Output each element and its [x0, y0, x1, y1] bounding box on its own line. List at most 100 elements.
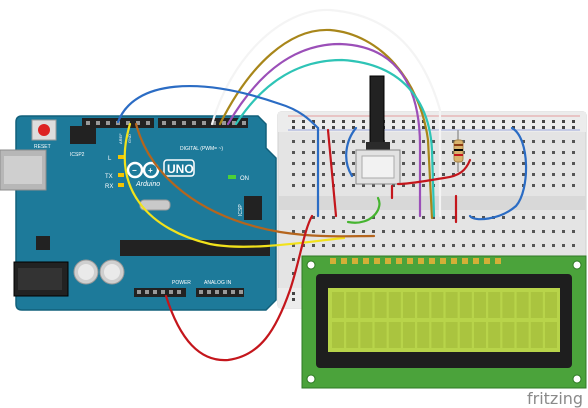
breadboard-hole — [542, 216, 545, 219]
breadboard-hole — [422, 230, 425, 233]
breadboard-hole — [332, 244, 335, 247]
breadboard-hole — [422, 184, 425, 187]
breadboard-hole — [342, 120, 345, 123]
breadboard-hole — [432, 244, 435, 247]
breadboard-hole — [422, 162, 425, 165]
breadboard-hole — [482, 173, 485, 176]
lcd-char-cell — [545, 292, 557, 318]
yellow-wire — [123, 122, 346, 248]
lcd-char-cell — [332, 292, 344, 318]
lcd-char-cell — [417, 322, 430, 348]
breadboard-hole — [322, 140, 325, 143]
breadboard-hole — [492, 244, 495, 247]
breadboard-hole — [322, 244, 325, 247]
potentiometer — [355, 75, 401, 185]
breadboard-hole — [492, 162, 495, 165]
breadboard-hole — [392, 216, 395, 219]
breadboard-hole — [552, 140, 555, 143]
lcd-char-cell — [459, 322, 472, 348]
breadboard-hole — [412, 151, 415, 154]
lcd-char-cell — [388, 322, 401, 348]
rx-led-label: RX — [105, 184, 113, 190]
reset-label: RESET — [34, 144, 51, 150]
breadboard-hole — [332, 120, 335, 123]
lcd-char-cell — [388, 292, 401, 318]
breadboard-hole — [522, 244, 525, 247]
lcd-char-cell — [516, 292, 529, 318]
blue-wire-top — [116, 85, 320, 130]
arduino-uno-board: RESET ICSP2 DIGITAL (PWM= ~) − + Arduino… — [0, 115, 277, 311]
breadboard-hole — [382, 216, 385, 219]
lcd-char-cell — [332, 322, 344, 348]
breadboard-hole — [522, 120, 525, 123]
breadboard-hole — [562, 126, 565, 129]
breadboard-hole — [362, 184, 365, 187]
header-pin — [212, 121, 216, 125]
lcd-pin — [341, 258, 347, 264]
breadboard-hole — [292, 258, 295, 261]
breadboard-hole — [482, 244, 485, 247]
breadboard-hole — [572, 216, 575, 219]
breadboard-hole — [462, 126, 465, 129]
blue-wire-right — [468, 126, 528, 221]
breadboard-hole — [312, 216, 315, 219]
breadboard-hole — [332, 230, 335, 233]
blue-wire-pot — [345, 126, 358, 178]
breadboard-hole — [472, 244, 475, 247]
breadboard-hole — [512, 173, 515, 176]
breadboard-hole — [402, 244, 405, 247]
breadboard-hole — [332, 162, 335, 165]
breadboard-hole — [432, 140, 435, 143]
header-pin — [86, 121, 90, 125]
breadboard-hole — [562, 230, 565, 233]
header-pin — [182, 121, 186, 125]
breadboard-hole — [462, 120, 465, 123]
breadboard-hole — [572, 184, 575, 187]
breadboard-hole — [462, 230, 465, 233]
breadboard-hole — [562, 120, 565, 123]
breadboard-hole — [292, 298, 295, 301]
lcd-char-cell — [530, 292, 543, 318]
breadboard-hole — [562, 173, 565, 176]
breadboard-hole — [452, 120, 455, 123]
lcd-char-cell — [417, 292, 430, 318]
lcd-char-cell — [516, 322, 529, 348]
lcd-pin — [451, 258, 457, 264]
breadboard-hole — [462, 244, 465, 247]
lcd-char-cell — [360, 292, 373, 318]
breadboard-hole — [412, 184, 415, 187]
breadboard-hole — [552, 244, 555, 247]
breadboard-hole — [292, 162, 295, 165]
breadboard-hole — [572, 151, 575, 154]
breadboard-hole — [422, 151, 425, 154]
breadboard-hole — [352, 140, 355, 143]
wires — [116, 8, 528, 362]
icsp-label: ICSP — [238, 204, 244, 216]
breadboard-hole — [542, 151, 545, 154]
breadboard-hole — [332, 216, 335, 219]
breadboard-hole — [492, 140, 495, 143]
header-pin — [153, 290, 157, 294]
breadboard-hole — [572, 126, 575, 129]
breadboard-hole — [312, 230, 315, 233]
breadboard-hole — [292, 173, 295, 176]
breadboard-hole — [292, 184, 295, 187]
breadboard-hole — [362, 216, 365, 219]
breadboard-hole — [492, 126, 495, 129]
svg-text:+: + — [148, 166, 153, 175]
breadboard-hole — [552, 162, 555, 165]
breadboard-hole — [292, 216, 295, 219]
lcd-pin — [330, 258, 336, 264]
breadboard-hole — [392, 126, 395, 129]
breadboard-hole — [422, 216, 425, 219]
header-pin — [223, 290, 227, 294]
arduino-brand: Arduino — [135, 181, 160, 188]
breadboard-hole — [572, 162, 575, 165]
breadboard-hole — [412, 230, 415, 233]
lcd-pin — [440, 258, 446, 264]
power-label: POWER — [172, 280, 191, 286]
breadboard-hole — [292, 120, 295, 123]
header-pin — [169, 290, 173, 294]
header-pin — [172, 121, 176, 125]
analog-label: ANALOG IN — [204, 280, 232, 286]
